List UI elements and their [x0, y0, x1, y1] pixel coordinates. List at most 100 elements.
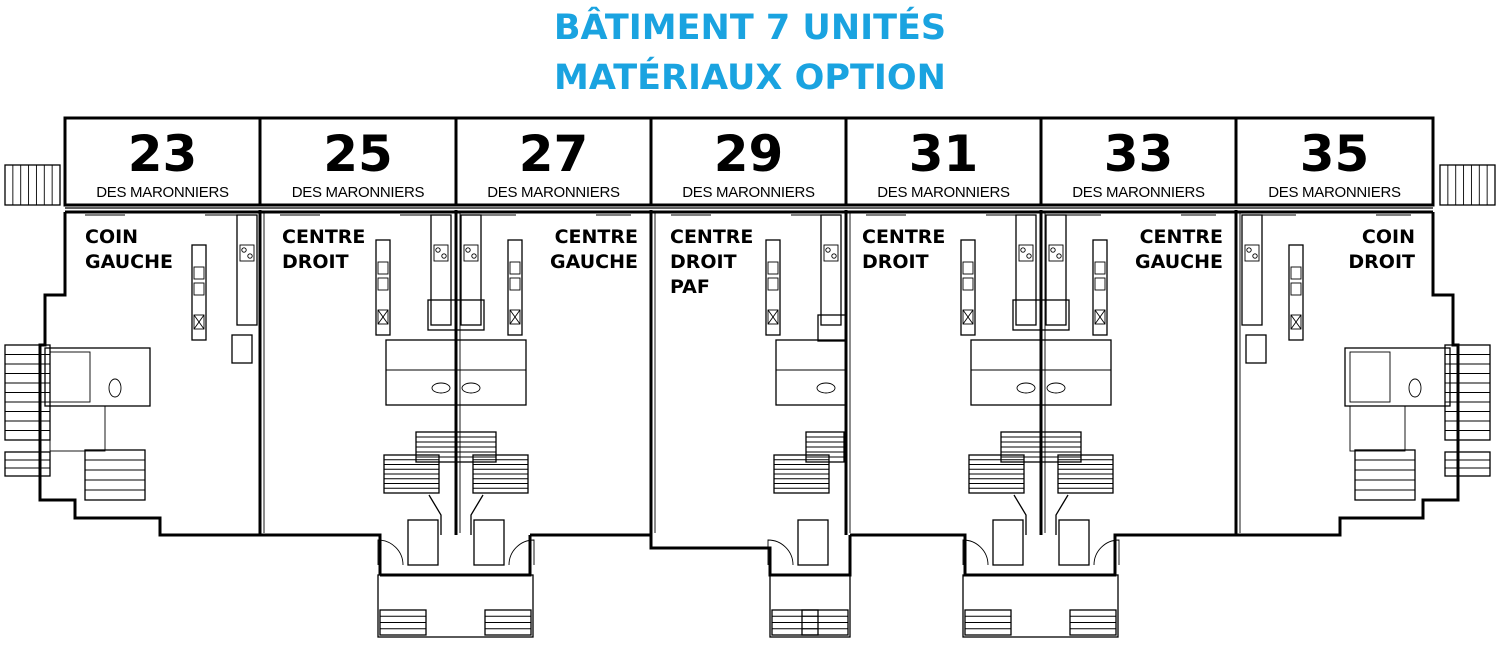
- unit-type-label: CENTRE: [1140, 226, 1223, 248]
- pair-1-kitchen-right-sink-x: [1094, 309, 1106, 325]
- right-header-porch: [1439, 164, 1496, 206]
- unit-35-bathroom: [1344, 347, 1451, 407]
- unit-23-bathroom: [44, 347, 151, 407]
- toilet-icon: [1046, 382, 1066, 394]
- pair-0-stair-flare: [428, 494, 442, 535]
- pair-1-stair-flare: [1013, 494, 1027, 535]
- pair-0-kitchen-left-sink: [377, 309, 389, 325]
- unit-type-label: COIN: [1362, 226, 1415, 248]
- door-swing-icon: [1093, 539, 1120, 566]
- pair-0-counter-right: [460, 214, 482, 326]
- street-name: DES MARONNIERS: [1072, 184, 1205, 201]
- unit-23-kitchen-counter-burner-icon: [247, 253, 253, 259]
- unit-23-kitchen-counter-stove: [239, 244, 255, 262]
- building-title: BÂTIMENT 7 UNITÉS: [553, 8, 947, 48]
- unit-type-label: CENTRE: [670, 226, 753, 248]
- unit-29-counter-stove: [823, 244, 839, 262]
- unit-type-label: GAUCHE: [1135, 251, 1223, 273]
- unit-23-outer-wall: [38, 212, 260, 537]
- unit-number: 35: [1300, 125, 1370, 183]
- unit-29-kitchen-burner: [767, 261, 779, 275]
- pair-1-entry-left: [992, 519, 1024, 566]
- pair-1-kitchen-right-sink: [1094, 309, 1106, 325]
- pair-0-kitchen-left-sink-x: [377, 309, 389, 325]
- unit-29-counter: [820, 214, 842, 326]
- unit-23-kitchen-island-burner: [193, 282, 205, 296]
- unit-number: 27: [519, 125, 589, 183]
- street-name: DES MARONNIERS: [682, 184, 815, 201]
- unit-23-side-stair-lower: [4, 451, 51, 477]
- pair-1-bath-core: [970, 339, 1112, 406]
- unit-number: 33: [1104, 125, 1174, 183]
- unit-35-kitchen-island: [1288, 244, 1304, 341]
- unit-23-toilet-icon: [108, 378, 122, 398]
- unit-23-kitchen-counter-burner-icon: [241, 247, 247, 253]
- pair-1-kitchen-right-burner: [1094, 261, 1106, 275]
- pair-1-fridges: [1012, 299, 1070, 331]
- front-step-platform: [962, 574, 1119, 638]
- unit-29-entry: [797, 519, 829, 566]
- pair-0-stair-flare: [470, 494, 484, 535]
- unit-type-label: GAUCHE: [85, 251, 173, 273]
- pair-1-counter-right-stove: [1048, 244, 1064, 262]
- plan-linework: [4, 116, 1496, 638]
- unit-23-inner-stair: [84, 449, 146, 501]
- unit-29-fridge: [817, 314, 847, 342]
- pair-1-kitchen-left-sink-x: [962, 309, 974, 325]
- pair-1-kitchen-right-burner: [1094, 277, 1106, 291]
- street-name: DES MARONNIERS: [292, 184, 425, 201]
- unit-35-kitchen-island-sink-x: [1290, 314, 1302, 330]
- pair-0-counter-left-burner-icon: [435, 247, 441, 253]
- unit-number: 31: [909, 125, 979, 183]
- pair-0-kitchen-right-burner: [509, 261, 521, 275]
- unit-number: 23: [128, 125, 198, 183]
- door-swing-icon: [508, 539, 535, 566]
- street-name: DES MARONNIERS: [96, 184, 229, 201]
- unit-35-closet: [1349, 405, 1406, 452]
- toilet-icon: [431, 382, 451, 394]
- street-name: DES MARONNIERS: [487, 184, 620, 201]
- door-swing-icon: [767, 539, 794, 566]
- unit-35-shower: [1349, 351, 1391, 403]
- unit-31-33-front-wall: [850, 533, 1236, 577]
- unit-29-counter-burner-icon: [825, 247, 831, 253]
- unit-number: 25: [323, 125, 393, 183]
- unit-29-kitchen-sink-x: [767, 309, 779, 325]
- unit-29-bath: [775, 339, 847, 406]
- pair-0-counter-right-stove: [463, 244, 479, 262]
- toilet-icon: [816, 382, 836, 394]
- front-step-platform: [377, 574, 534, 638]
- toilet-icon: [1016, 382, 1036, 394]
- unit-25-front-wall: [260, 533, 382, 575]
- unit-23-kitchen-island-sink-x: [193, 314, 205, 330]
- pair-1-counter-left-burner-icon: [1026, 253, 1032, 259]
- unit-35-kitchen-island-burner: [1290, 266, 1302, 280]
- pair-0-kitchen-left-burner: [377, 277, 389, 291]
- pair-0-bath-core: [385, 339, 527, 406]
- pair-0-kitchen-left-burner: [377, 261, 389, 275]
- unit-type-label: DROIT: [670, 251, 737, 273]
- unit-23-kitchen-island: [191, 244, 207, 341]
- pair-0-kitchen-right: [507, 239, 523, 336]
- unit-header-box: [1234, 116, 1435, 207]
- pair-1-kitchen-right: [1092, 239, 1108, 336]
- left-header-porch: [4, 164, 61, 206]
- unit-number: 29: [714, 125, 784, 183]
- pair-0-counter-right-burner-icon: [471, 253, 477, 259]
- unit-23-closet: [49, 405, 106, 452]
- pair-0-kitchen-right-sink: [509, 309, 521, 325]
- pair-1-counter-right: [1045, 214, 1067, 326]
- materials-subtitle: MATÉRIAUX OPTION: [554, 58, 946, 98]
- unit-29-counter-burner-icon: [831, 253, 837, 259]
- toilet-icon: [461, 382, 481, 394]
- unit-29-kitchen-burner: [767, 277, 779, 291]
- pair-0-entry-right: [473, 519, 505, 566]
- pair-0-fridges: [427, 299, 485, 331]
- unit-35-toilet-icon: [1408, 378, 1422, 398]
- pair-1-counter-left-burner-icon: [1020, 247, 1026, 253]
- unit-35-outer-wall: [1236, 212, 1460, 537]
- pair-1-counter-left: [1015, 214, 1037, 326]
- unit-35-fridge: [1245, 334, 1267, 364]
- unit-35-kitchen-counter-burner-icon: [1252, 253, 1258, 259]
